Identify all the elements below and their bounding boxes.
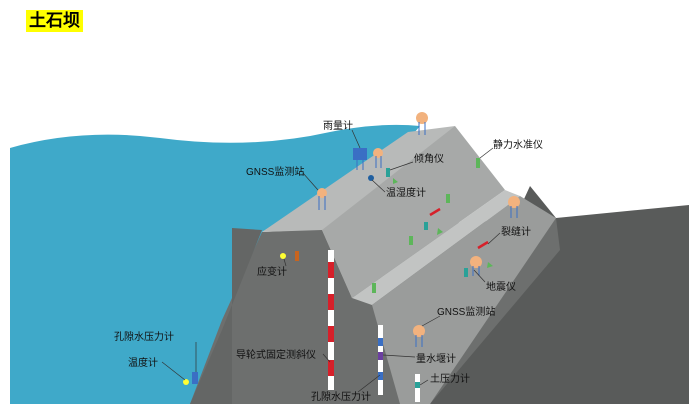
earth-pressure-pole <box>415 374 420 402</box>
label-inclinometer: 导轮式固定测斜仪 <box>236 348 316 361</box>
downstream-slope <box>322 126 505 298</box>
crest-sensors <box>368 112 428 184</box>
label-static-level: 静力水准仪 <box>493 138 543 151</box>
label-pore-pressure-left: 孔隙水压力计 <box>114 330 174 343</box>
label-gnss-top: GNSS监测站 <box>246 165 304 178</box>
label-seismometer: 地震仪 <box>486 280 516 293</box>
right-ground <box>430 186 689 404</box>
rain-gauge-sensor <box>353 148 367 170</box>
label-strain-gauge: 应变计 <box>257 265 287 278</box>
label-pore-pressure-bottom: 孔隙水压力计 <box>311 390 371 403</box>
label-crack-meter: 裂缝计 <box>501 225 531 238</box>
label-earth-pressure: 土压力计 <box>430 372 470 385</box>
upstream-sensors <box>183 251 299 385</box>
label-rain-gauge: 雨量计 <box>323 119 353 132</box>
label-tiltmeter: 倾角仪 <box>414 152 444 165</box>
downstream-slope-lower <box>372 196 556 404</box>
slope-sensors <box>372 158 520 347</box>
label-gnss-bottom: GNSS监测站 <box>437 305 495 318</box>
label-temp-humidity: 温湿度计 <box>386 186 426 199</box>
label-thermometer: 温度计 <box>128 356 158 369</box>
upstream-face <box>190 228 262 404</box>
berm-upper <box>352 190 520 305</box>
label-weir-gauge: 量水堰计 <box>416 352 456 365</box>
page-title: 土石坝 <box>26 10 83 32</box>
weir-gauge-pole <box>378 325 383 395</box>
inclinometer-pole <box>328 250 334 390</box>
gnss-top-sensor <box>317 188 327 210</box>
leader-lines <box>161 129 501 393</box>
